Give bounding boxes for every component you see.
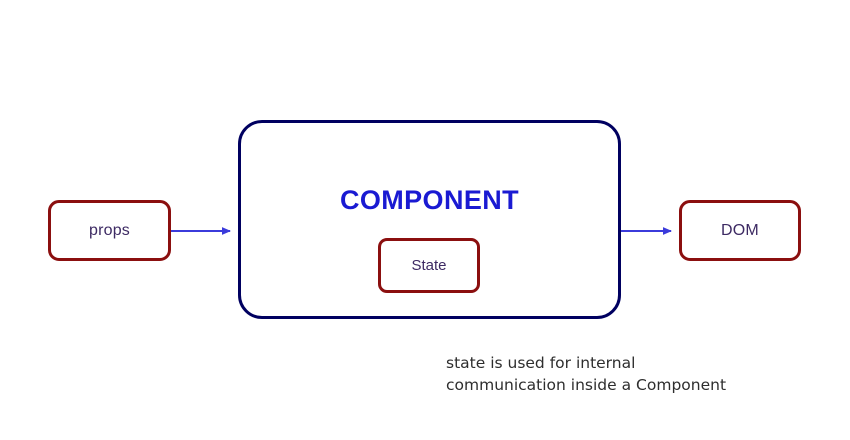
arrow-component-to-dom	[621, 227, 672, 235]
node-component: COMPONENT	[238, 120, 621, 319]
arrow-props-to-component	[171, 227, 231, 235]
diagram-caption: state is used for internal communication…	[446, 354, 727, 394]
node-component-title: COMPONENT	[339, 185, 520, 215]
node-props-label: props	[88, 221, 131, 239]
node-dom: DOM	[679, 200, 801, 261]
node-state: State	[378, 238, 480, 293]
node-dom-label: DOM	[721, 221, 759, 239]
node-state-label: State	[411, 257, 447, 274]
node-props: props	[48, 200, 171, 261]
